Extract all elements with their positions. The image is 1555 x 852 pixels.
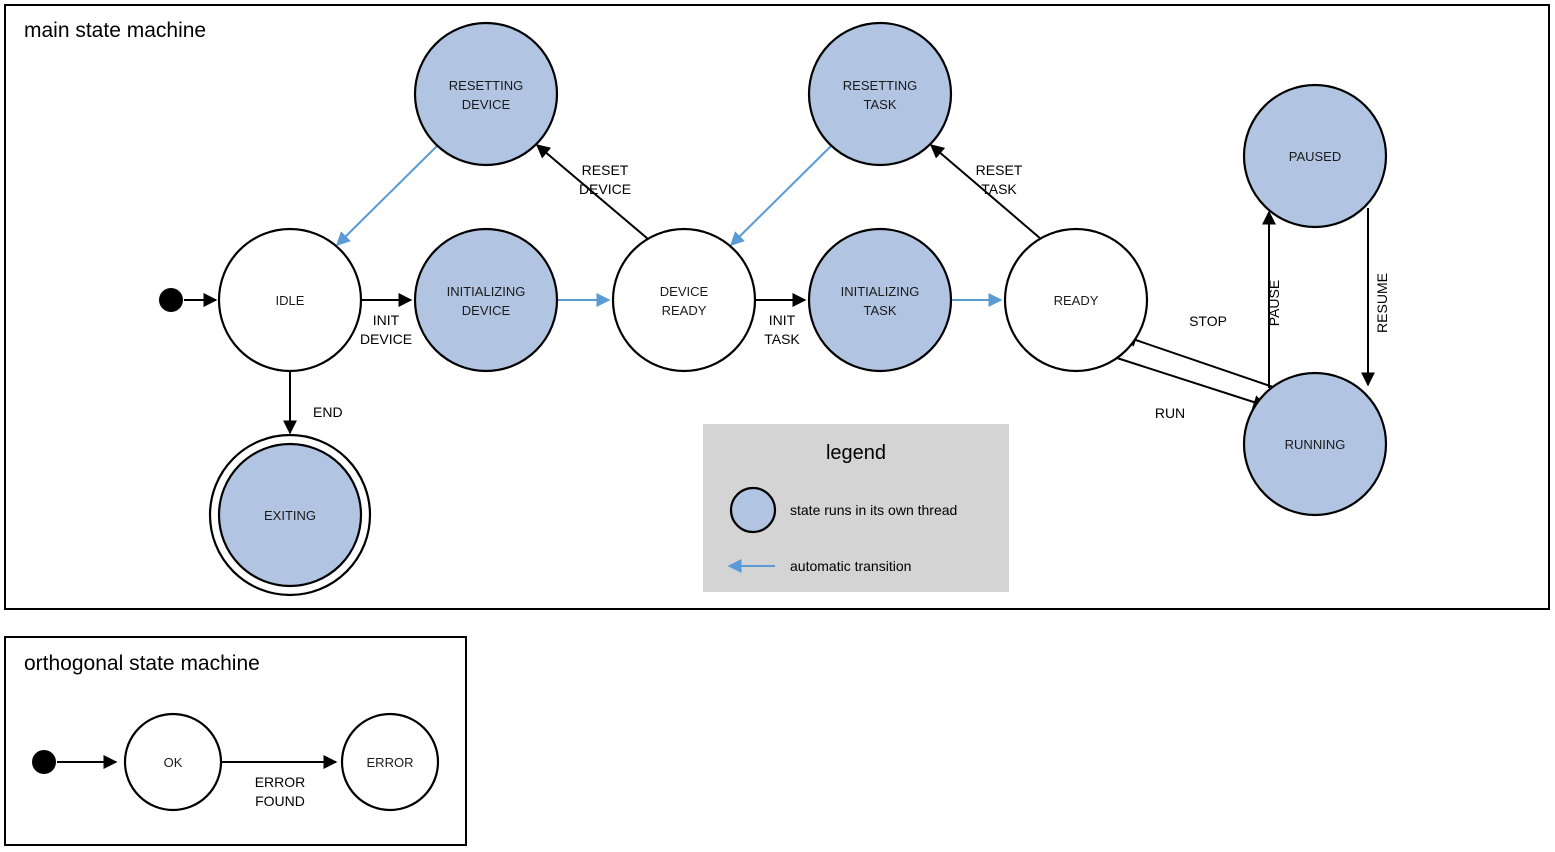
state-initializing-device[interactable]: INITIALIZING DEVICE — [413, 227, 559, 373]
orthogonal-start-marker — [32, 750, 56, 774]
edge-label-reset-task-line1: RESET — [976, 162, 1023, 178]
state-idle[interactable]: IDLE — [217, 227, 363, 373]
state-initializing-task-label-line2: TASK — [864, 303, 897, 318]
main-transitions-layer — [184, 144, 1375, 435]
transition-ready-reset-task[interactable] — [929, 144, 1042, 240]
state-ok-label: OK — [164, 755, 183, 770]
state-resetting-task-label-line2: TASK — [864, 97, 897, 112]
state-device-ready[interactable]: DEVICE READY — [611, 227, 757, 373]
state-paused-shape — [1242, 83, 1388, 229]
state-ready[interactable]: READY — [1003, 227, 1149, 373]
state-resetting-task[interactable]: RESETTING TASK — [807, 21, 953, 167]
state-idle-label: IDLE — [276, 293, 305, 308]
edge-label-reset-task-line2: TASK — [981, 181, 1017, 197]
legend-item-thread-state: state runs in its own thread — [729, 486, 957, 534]
edge-label-error-found-line1: ERROR — [255, 774, 306, 790]
main-start-marker — [159, 288, 183, 312]
legend-item-auto-transition: automatic transition — [727, 558, 911, 574]
transition-running-stop[interactable] — [1122, 333, 1277, 389]
state-initializing-device-label-line1: INITIALIZING — [447, 284, 526, 299]
main-frame-border — [4, 4, 1550, 610]
state-paused[interactable]: PAUSED — [1242, 83, 1388, 229]
edge-label-reset-device-line1: RESET — [582, 162, 629, 178]
state-error-label: ERROR — [367, 755, 414, 770]
state-resetting-device-shape — [413, 21, 559, 167]
main-frame-title: main state machine — [24, 19, 206, 42]
edge-label-init-device-line1: INIT — [373, 312, 400, 328]
state-initializing-task-shape — [807, 227, 953, 373]
state-ok-shape — [123, 712, 223, 812]
state-device-ready-label-line2: READY — [662, 303, 707, 318]
state-initializing-device-label-line2: DEVICE — [462, 303, 511, 318]
edge-label-init-task-line1: INIT — [769, 312, 796, 328]
state-device-ready-shape — [611, 227, 757, 373]
edge-label-stop: STOP — [1189, 313, 1227, 329]
transition-resetdev-to-idle[interactable] — [336, 145, 438, 246]
state-running[interactable]: RUNNING — [1242, 371, 1388, 517]
transition-ready-run[interactable] — [1116, 357, 1268, 409]
orthogonal-states-layer: OK ERROR — [123, 712, 440, 812]
state-resetting-device-label-line1: RESETTING — [449, 78, 523, 93]
state-exiting-shape — [217, 442, 363, 588]
edge-label-resume: RESUME — [1374, 273, 1390, 333]
legend-item-auto-transition-label: automatic transition — [790, 558, 911, 574]
state-running-shape — [1242, 371, 1388, 517]
legend-item-thread-state-label: state runs in its own thread — [790, 502, 957, 518]
state-initializing-task-label-line1: INITIALIZING — [841, 284, 920, 299]
state-resetting-task-shape — [807, 21, 953, 167]
legend-title: legend — [826, 442, 886, 464]
legend-thread-state-swatch-icon — [729, 486, 777, 534]
state-device-ready-label-line1: DEVICE — [660, 284, 709, 299]
state-resetting-device-label-line2: DEVICE — [462, 97, 511, 112]
orthogonal-frame-title: orthogonal state machine — [24, 652, 260, 675]
state-exiting-label: EXITING — [264, 508, 316, 523]
edge-label-init-task-line2: TASK — [764, 331, 800, 347]
orthogonal-edge-labels-layer: ERROR FOUND — [255, 774, 306, 809]
state-resetting-device[interactable]: RESETTING DEVICE — [413, 21, 559, 167]
state-running-label: RUNNING — [1285, 437, 1346, 452]
main-states-layer: IDLE INITIALIZING DEVICE DEVICE READY IN… — [208, 21, 1388, 597]
state-initializing-device-shape — [413, 227, 559, 373]
state-paused-label: PAUSED — [1289, 149, 1342, 164]
legend: legend state runs in its own thread auto… — [703, 424, 1009, 592]
state-ready-shape — [1003, 227, 1149, 373]
edge-label-run: RUN — [1155, 405, 1185, 421]
edge-label-error-found-line2: FOUND — [255, 793, 305, 809]
edge-label-pause: PAUSE — [1266, 280, 1282, 326]
state-error[interactable]: ERROR — [340, 712, 440, 812]
main-state-machine-frame: main state machine — [4, 4, 1550, 610]
edge-label-reset-device-line2: DEVICE — [579, 181, 631, 197]
transition-devready-reset-device[interactable] — [535, 144, 649, 240]
state-ok[interactable]: OK — [123, 712, 223, 812]
state-initializing-task[interactable]: INITIALIZING TASK — [807, 227, 953, 373]
orthogonal-frame-border — [4, 636, 467, 846]
transition-resettask-to-devready[interactable] — [730, 145, 832, 246]
state-error-shape — [340, 712, 440, 812]
orthogonal-state-machine-frame: orthogonal state machine — [4, 636, 467, 846]
edge-label-end: END — [313, 404, 343, 420]
state-resetting-task-label-line1: RESETTING — [843, 78, 917, 93]
state-exiting[interactable]: EXITING — [208, 433, 372, 597]
state-ready-label: READY — [1054, 293, 1099, 308]
edge-label-init-device-line2: DEVICE — [360, 331, 412, 347]
state-idle-shape — [217, 227, 363, 373]
main-edge-labels-layer: INIT DEVICE INIT TASK RESET DEVICE RESET… — [313, 162, 1390, 421]
